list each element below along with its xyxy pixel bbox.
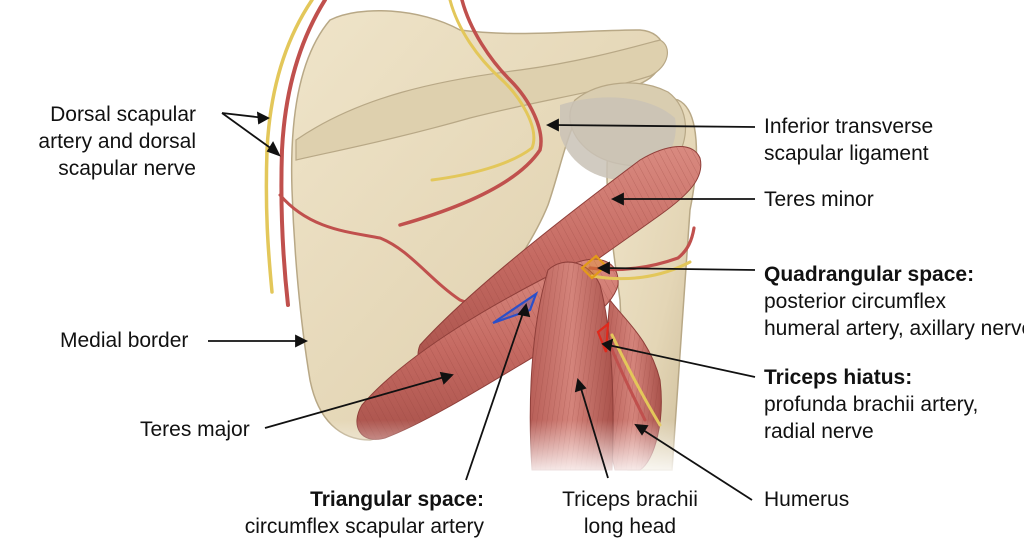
leader-inferior-transverse [552,124,756,128]
dorsal-scapular-artery [279,0,327,307]
label-dorsal-scapular: Dorsal scapular artery and dorsal scapul… [38,101,196,182]
label-quadrangular-space-line-1: posterior circumflex [764,290,947,313]
leader-triangular-space [465,309,525,481]
label-triceps-long-head: Triceps brachii long head [540,486,720,540]
label-triceps-hiatus-title: Triceps hiatus: [764,366,913,389]
posterior-circumflex-humeral-artery [588,226,696,272]
label-triangular-space-title: Triangular space: [310,488,484,511]
suprascapular-nerve [430,0,536,182]
label-dorsal-scapular-line-3: scapular nerve [58,157,196,180]
radial-nerve [610,333,662,427]
leader-teres-major [264,375,449,429]
leader-quadrangular-space [603,267,756,271]
leader-triceps-long-head [579,384,609,479]
axillary-nerve [590,260,692,281]
triangular-space-marker [492,291,539,325]
label-triceps-long-head-line-2: long head [583,515,677,538]
label-inferior-transverse: Inferior transverse scapular ligament [764,113,933,167]
label-triceps-long-head-line-1: Triceps brachii [562,488,698,511]
label-quadrangular-space-title: Quadrangular space: [764,263,975,286]
label-inferior-transverse-line-2: scapular ligament [764,142,929,165]
dorsal-scapular-nerve [264,0,314,294]
leader-dorsal-scapular-lower [221,112,277,153]
label-triceps-hiatus-line-1: profunda brachii artery, [764,393,979,416]
bottom-fade [330,420,710,480]
label-inferior-transverse-line-1: Inferior transverse [764,115,934,138]
leader-humerus [639,427,753,501]
label-triangular-space: Triangular space: circumflex scapular ar… [245,486,484,540]
label-medial-border: Medial border [60,329,189,352]
label-triceps-hiatus: Triceps hiatus: profunda brachii artery,… [764,364,978,445]
label-teres-minor: Teres minor [764,188,874,211]
suprascapular-artery [398,0,543,227]
label-triceps-hiatus-line-2: radial nerve [764,420,874,443]
label-triangular-space-line-1: circumflex scapular artery [244,515,484,538]
label-quadrangular-space-line-2: humeral artery, axillary nerve [764,317,1024,340]
label-teres-major: Teres major [140,418,250,441]
label-dorsal-scapular-line-2: artery and dorsal [38,130,196,153]
label-dorsal-scapular-line-1: Dorsal scapular [50,103,196,126]
label-quadrangular-space: Quadrangular space: posterior circumflex… [764,261,1024,342]
leader-triceps-hiatus [607,344,756,378]
label-humerus: Humerus [764,488,850,511]
scapular-spine [295,39,668,161]
